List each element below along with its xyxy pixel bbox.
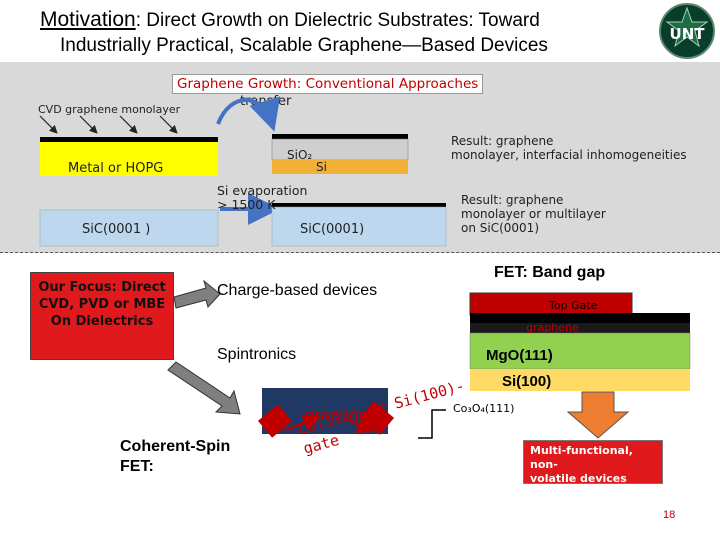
metal-substrate (40, 142, 218, 176)
charge-arrow (173, 279, 221, 309)
spin-electrode-left (257, 404, 293, 438)
si-layer (272, 160, 408, 174)
top-gate-label: Top Gate (549, 299, 598, 312)
spin-arrow (167, 361, 241, 415)
star-icon (665, 6, 709, 48)
unt-logo: UNT (659, 3, 715, 59)
sic-left-label: SiC(0001 ) (82, 222, 151, 237)
spin-arrow-left (285, 414, 321, 432)
page-number: 18 (663, 509, 676, 521)
slide-title-line2: Industrially Practical, Scalable Graphen… (60, 35, 548, 56)
metal-label: Metal or HOPG (68, 161, 164, 176)
result-down-arrow (566, 391, 630, 439)
conventional-heading: Graphene Growth: Conventional Approaches (172, 74, 484, 94)
si100-layer (470, 369, 690, 391)
spin-electrode-right (359, 401, 395, 435)
mgo-layer (469, 332, 691, 370)
mgo-label: MgO(111) (486, 347, 553, 364)
sic-substrate-left (39, 209, 219, 247)
graphene-layer-sic (272, 203, 446, 207)
cvd-label: CVD graphene monolayer (38, 103, 181, 116)
spintronics-label: Spintronics (217, 346, 297, 363)
devices-box: Multi-functional, non-volatile devices (523, 440, 663, 485)
spin-graphene-label: graphene (305, 406, 377, 424)
fet-graphene-layer (470, 323, 690, 333)
focus-arrows (167, 279, 691, 439)
charge-devices-label: Charge-based devices (217, 282, 378, 299)
logo-text: UNT (670, 25, 706, 43)
co3o4-connector (418, 409, 446, 439)
sio2-label: SiO₂ (287, 148, 313, 162)
graphene-layer-left (40, 137, 218, 142)
si100-label: Si(100) (502, 373, 552, 390)
cvd-arrows (39, 115, 178, 134)
evaporation-label: Si evaporation> 1500 K (217, 183, 308, 212)
sic-right-label: SiC(0001) (300, 222, 365, 237)
transfer-arrow (216, 96, 281, 132)
co3o4-label: Co₃O₄(111) (453, 402, 515, 415)
fet-title: FET: Band gap (494, 264, 606, 281)
graphene-layer-right (272, 134, 408, 139)
slide-title-line1: Motivation: Direct Growth on Dielectric … (40, 8, 540, 32)
si-label: Si (316, 160, 327, 174)
sic-substrate-right (271, 206, 447, 247)
conventional-diagram (39, 96, 447, 247)
fet-graphene-label: graphene (526, 321, 579, 334)
title-rest: : Direct Growth on Dielectric Substrates… (135, 10, 540, 31)
title-motivation: Motivation (40, 8, 136, 31)
fet-dark-layer (470, 313, 690, 323)
spin-arrow-right (343, 416, 375, 433)
